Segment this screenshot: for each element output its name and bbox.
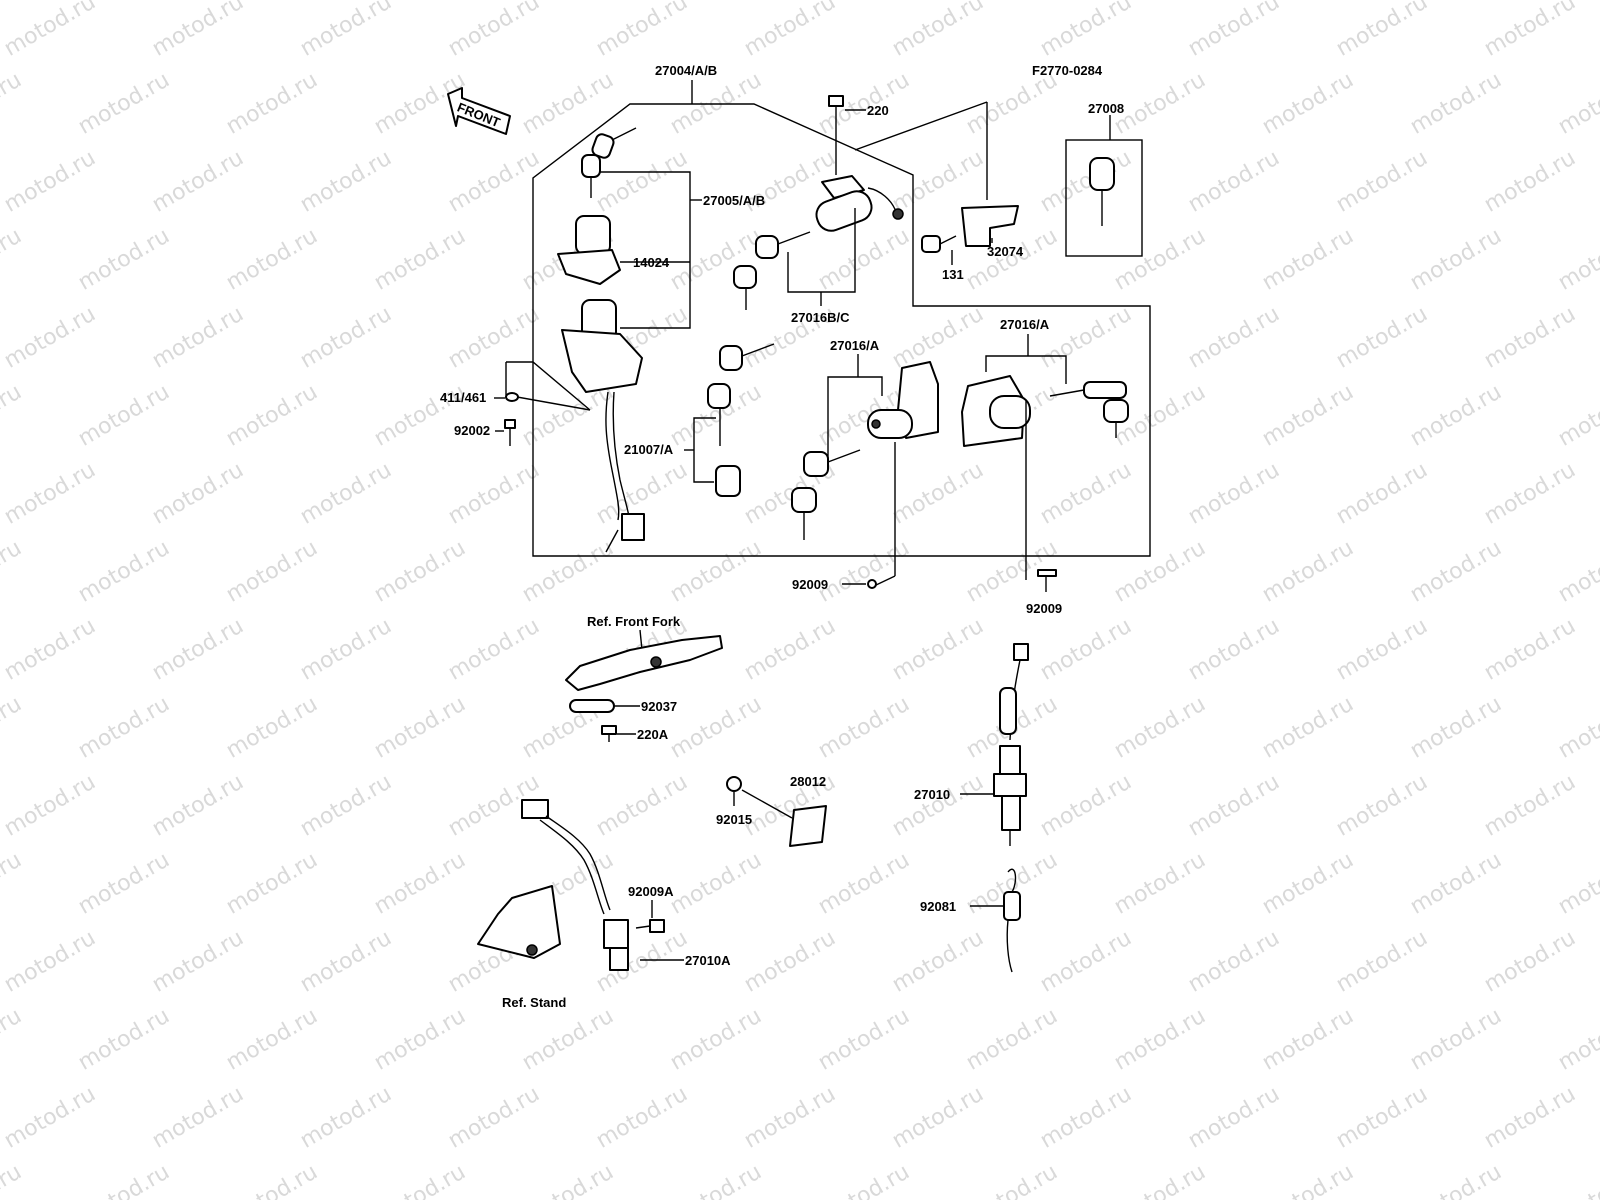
label-220: 220 <box>867 103 889 118</box>
helmet-lock-icon <box>867 361 939 439</box>
label-28012: 28012 <box>790 774 826 789</box>
lock-barrel-icon <box>715 465 741 497</box>
main-bracket-lines <box>532 80 1151 557</box>
label-27010: 27010 <box>914 787 950 802</box>
label-92081: 92081 <box>920 899 956 914</box>
ignition-switch-icon <box>557 215 621 285</box>
bolt-220-icon <box>828 95 844 175</box>
label-32074: 32074 <box>987 244 1024 259</box>
grommet-28012-icon <box>789 805 827 847</box>
label-27016bc: 27016B/C <box>791 310 850 325</box>
label-14024: 14024 <box>633 255 670 270</box>
label-92009-left: 92009 <box>792 577 828 592</box>
side-stand-switch-harness-icon <box>521 799 611 915</box>
label-92037: 92037 <box>641 699 677 714</box>
label-27008: 27008 <box>1088 101 1124 116</box>
cable-clip-92037-icon <box>569 699 615 713</box>
nut-92015-icon <box>726 776 742 792</box>
label-220a: 220A <box>637 727 669 742</box>
label-92009a: 92009A <box>628 884 674 899</box>
label-411-461: 411/461 <box>440 390 486 405</box>
washer-icon <box>505 392 519 402</box>
label-ref-front-fork: Ref. Front Fork <box>587 614 681 629</box>
label-131: 131 <box>942 267 964 282</box>
label-92002: 92002 <box>454 423 490 438</box>
label-92015: 92015 <box>716 812 752 827</box>
screw-92009a-icon <box>635 919 665 933</box>
seat-lock-icon <box>815 175 904 232</box>
label-27010a: 27010A <box>685 953 731 968</box>
bolt-92002-icon <box>504 419 516 446</box>
stand-bracket-icon <box>477 885 561 959</box>
key-pair-27016a-left-icon <box>791 449 861 540</box>
front-arrow-icon: FRONT <box>447 87 511 135</box>
spring-92081-icon <box>1003 868 1021 973</box>
label-27004: 27004/A/B <box>655 63 717 78</box>
key-27008-box <box>1065 139 1143 257</box>
bracket-32074-icon <box>961 205 1019 247</box>
key-pair-21007-icon <box>707 343 775 446</box>
label-92009-right: 92009 <box>1026 601 1062 616</box>
screw-92009-left-icon <box>867 579 877 589</box>
label-27005: 27005/A/B <box>703 193 765 208</box>
key-pair-icon <box>581 127 637 198</box>
lock-cover-icon <box>961 375 1031 447</box>
switch-27010-icon <box>993 643 1029 846</box>
label-27016a-right: 27016/A <box>1000 317 1050 332</box>
fork-bracket-icon <box>565 635 723 691</box>
bolt-131-icon <box>921 235 957 253</box>
ignition-assembly-icon <box>561 299 645 553</box>
switch-27010a-icon <box>603 919 629 971</box>
label-27016a-left: 27016/A <box>830 338 880 353</box>
screw-92009-right-icon <box>1037 569 1057 592</box>
bolt-220a-icon <box>601 725 617 742</box>
key-pair-27016bc-icon <box>733 231 811 310</box>
diagram-code: F2770-0284 <box>1032 63 1103 78</box>
key-pair-27016a-right-icon <box>1049 381 1129 438</box>
key-27008-icon <box>1089 157 1115 226</box>
label-ref-stand: Ref. Stand <box>502 995 566 1010</box>
label-21007: 21007/A <box>624 442 674 457</box>
